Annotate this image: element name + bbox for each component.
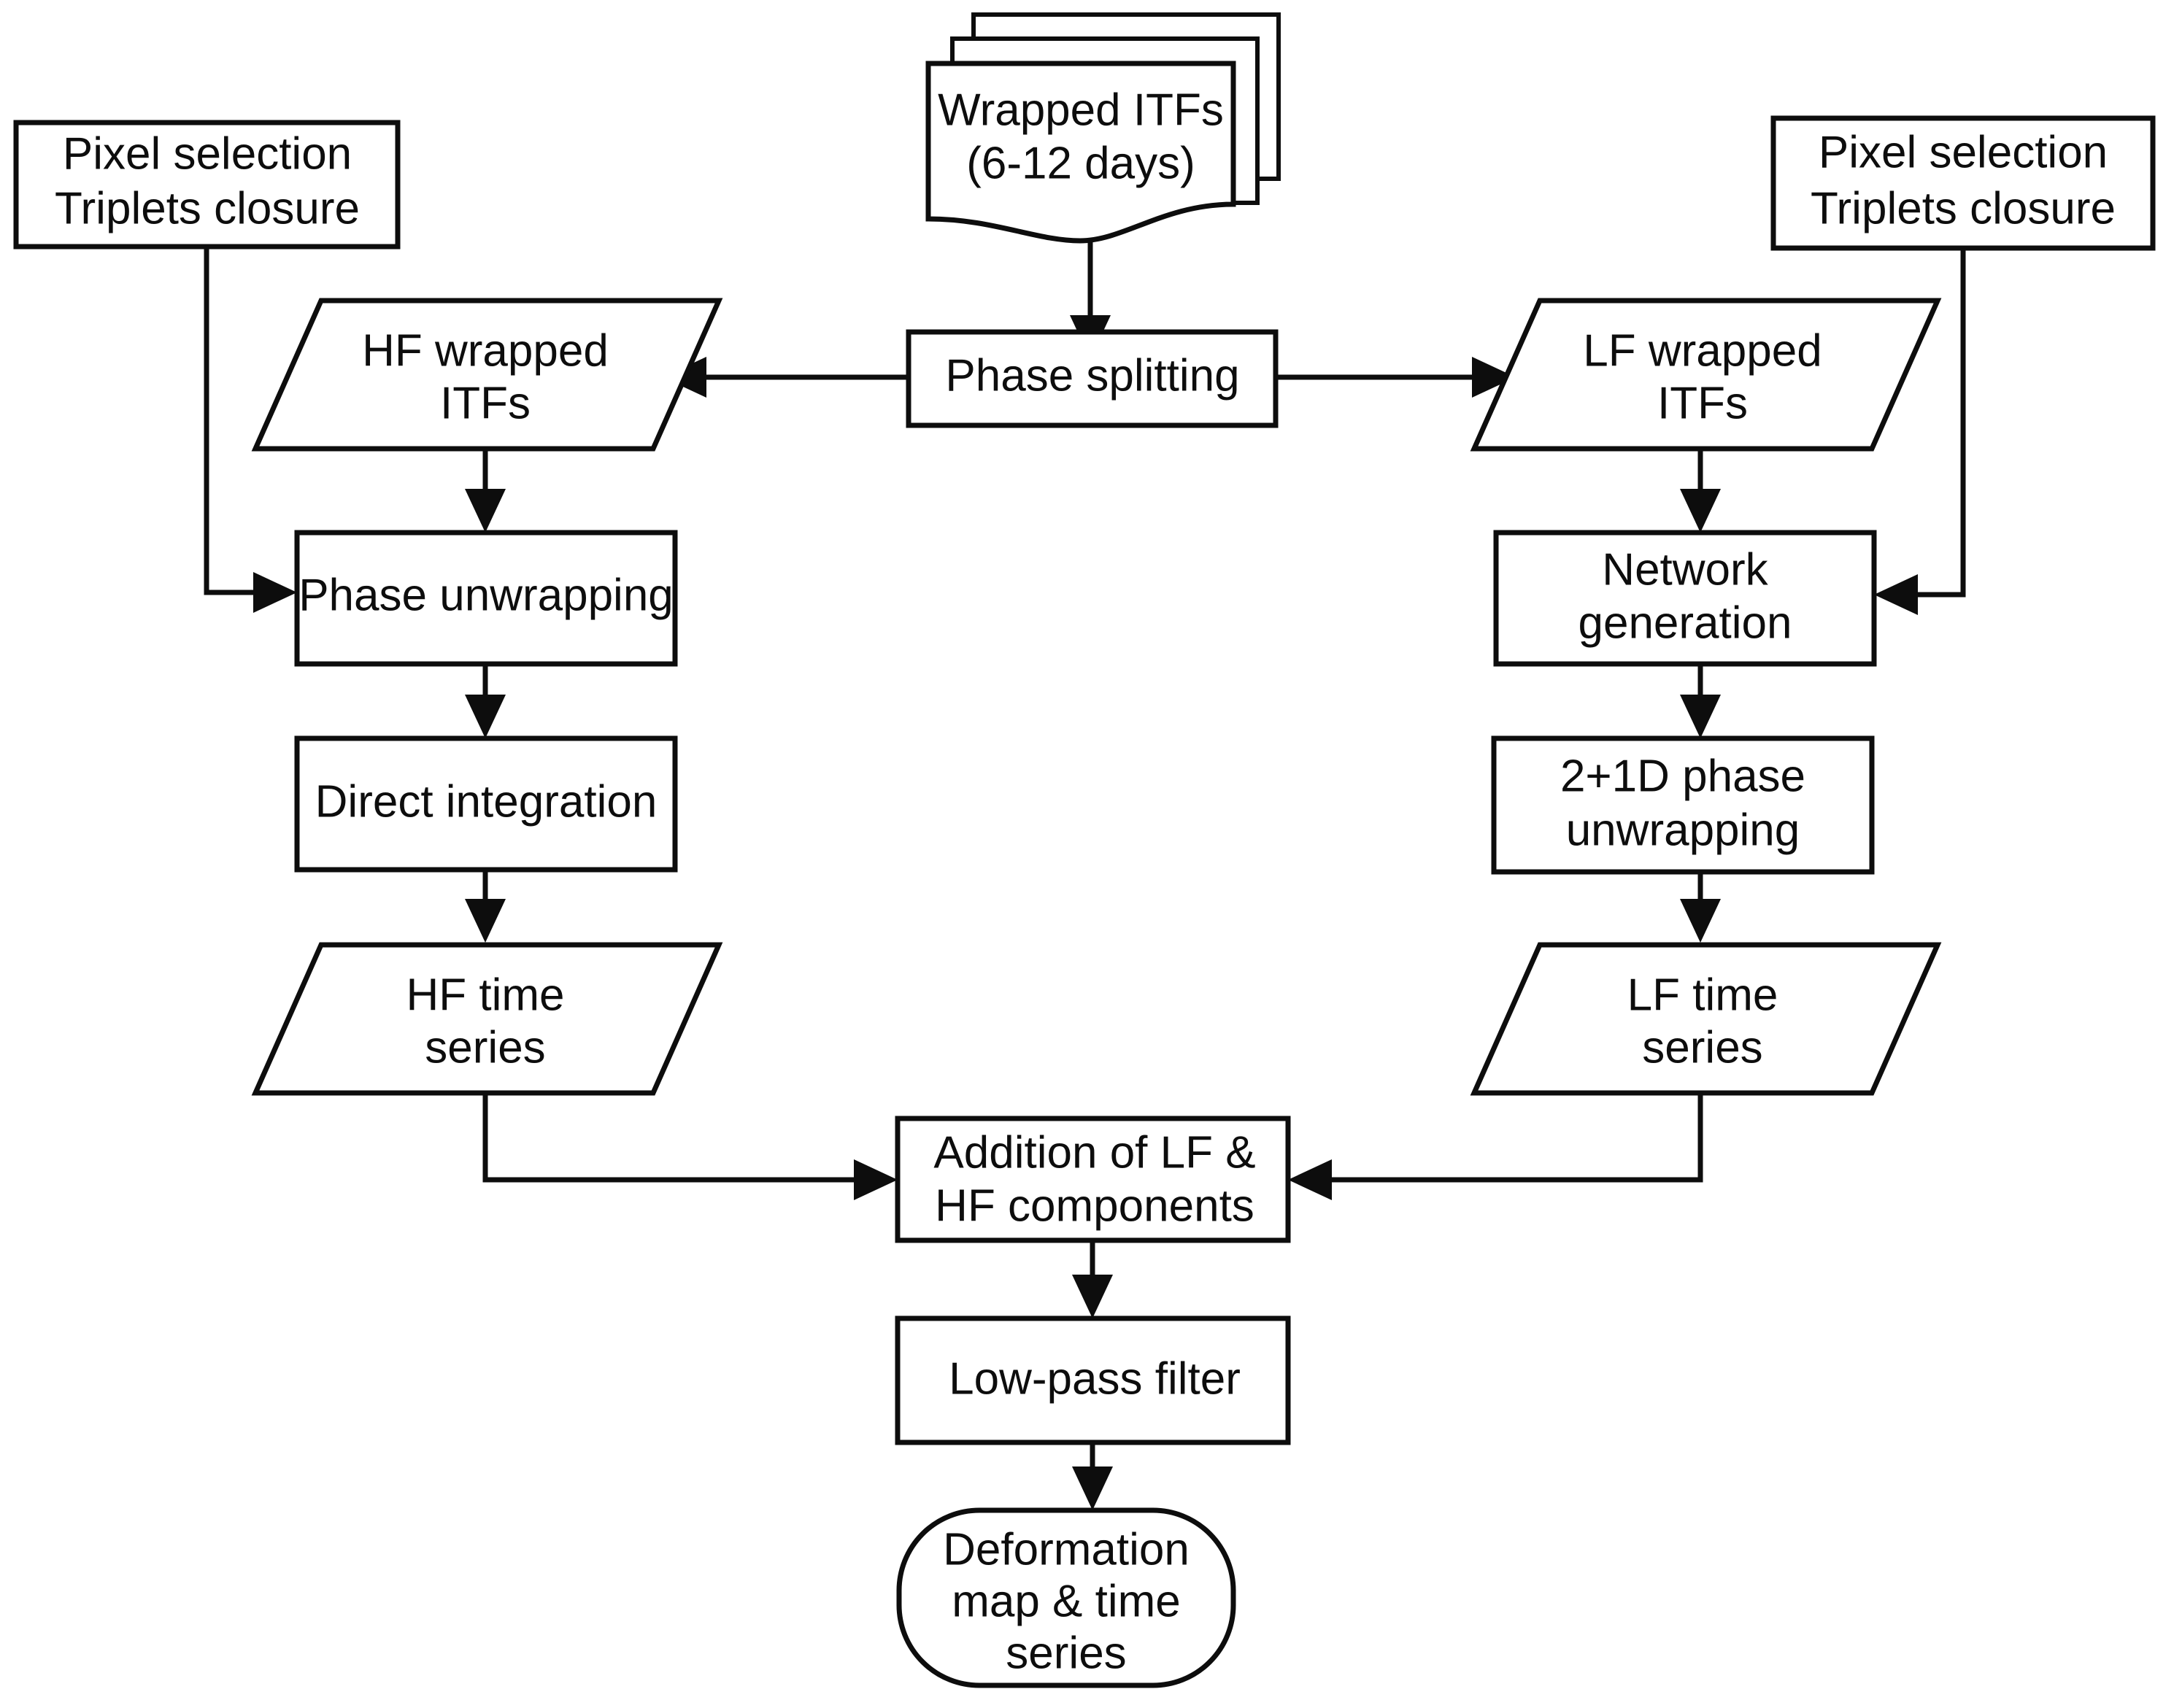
- direct-integration-box: [294, 735, 678, 873]
- edge-lf-wrapped-to-network-generation: [1680, 449, 1721, 533]
- node-wrapped-itfs[interactable]: Wrapped ITFs (6-12 days): [925, 12, 1281, 244]
- lf-wrapped-itfs-parallelogram: [1470, 298, 1942, 452]
- lf-wrapped-itfs-label-line1: LF wrapped: [1583, 325, 1822, 376]
- lf-time-series-parallelogram: [1470, 942, 1942, 1096]
- phase-unwrapping-2d1d-box: [1491, 735, 1875, 875]
- node-hf-time-series[interactable]: HF time series: [251, 942, 723, 1096]
- edge-addition-to-low-pass-filter: [1072, 1240, 1113, 1318]
- node-pixel-selection-left[interactable]: Pixel selection Triplets closure: [13, 120, 401, 250]
- addition-label-line2: HF components: [935, 1180, 1254, 1231]
- addition-label-line1: Addition of LF &: [933, 1127, 1255, 1178]
- hf-wrapped-itfs-label-line1: HF wrapped: [362, 325, 609, 376]
- edge-pixel-selection-right-to-network-generation: [1874, 248, 1966, 615]
- network-generation-label-line2: generation: [1578, 598, 1792, 648]
- node-phase-splitting[interactable]: Phase splitting: [906, 329, 1279, 428]
- low-pass-filter-box: [895, 1315, 1291, 1445]
- edge-pixel-selection-left-to-phase-unwrapping: [204, 247, 297, 613]
- network-generation-label-line1: Network: [1602, 544, 1768, 595]
- node-low-pass-filter[interactable]: Low-pass filter: [895, 1315, 1291, 1445]
- pixel-selection-left-box: [13, 120, 401, 250]
- node-pixel-selection-right[interactable]: Pixel selection Triplets closure: [1770, 115, 2156, 251]
- edge-phase-unwrapping-to-direct-integration: [465, 664, 506, 738]
- phase-unwrapping-label: Phase unwrapping: [298, 570, 674, 620]
- network-generation-box: [1493, 530, 1877, 667]
- lf-time-series-label-line1: LF time: [1627, 970, 1778, 1020]
- edge-low-pass-filter-to-deformation: [1072, 1442, 1113, 1510]
- wrapped-itfs-label-line1: Wrapped ITFs: [938, 85, 1224, 135]
- node-direct-integration[interactable]: Direct integration: [294, 735, 678, 873]
- pixel-selection-left-label-line1: Pixel selection: [63, 128, 352, 179]
- phase-unwrapping-2d1d-label-line2: unwrapping: [1566, 805, 1800, 855]
- edge-2d1d-to-lf-time-series: [1680, 872, 1721, 943]
- deformation-rounded-box: [896, 1507, 1236, 1688]
- pixel-selection-right-label-line2: Triplets closure: [1811, 183, 2116, 233]
- lf-time-series-label-line2: series: [1642, 1022, 1762, 1073]
- low-pass-filter-label: Low-pass filter: [949, 1353, 1241, 1404]
- phase-splitting-box: [906, 329, 1279, 428]
- pixel-selection-right-box: [1770, 115, 2156, 251]
- node-phase-unwrapping[interactable]: Phase unwrapping: [294, 530, 678, 667]
- edge-direct-integration-to-hf-time-series: [465, 870, 506, 943]
- edge-hf-time-series-to-addition: [482, 1093, 898, 1200]
- pixel-selection-right-label-line1: Pixel selection: [1819, 127, 2108, 177]
- direct-integration-label: Direct integration: [315, 776, 658, 827]
- deformation-label-line3: series: [1006, 1628, 1126, 1678]
- phase-unwrapping-2d1d-label-line1: 2+1D phase: [1560, 751, 1805, 801]
- hf-wrapped-itfs-parallelogram: [251, 298, 723, 452]
- edge-network-generation-to-2d1d: [1680, 664, 1721, 738]
- hf-time-series-label-line2: series: [425, 1022, 545, 1073]
- wrapped-itfs-label-line2: (6-12 days): [966, 138, 1195, 188]
- pixel-selection-left-label-line2: Triplets closure: [55, 183, 360, 233]
- lf-wrapped-itfs-label-line2: ITFs: [1657, 378, 1748, 428]
- addition-box: [895, 1116, 1291, 1243]
- wrapped-itfs-document: [925, 61, 1236, 244]
- node-phase-unwrapping-2d1d[interactable]: 2+1D phase unwrapping: [1491, 735, 1875, 875]
- hf-time-series-label-line1: HF time: [406, 970, 565, 1020]
- hf-time-series-parallelogram: [251, 942, 723, 1096]
- node-lf-time-series[interactable]: LF time series: [1470, 942, 1942, 1096]
- hf-wrapped-itfs-label-line2: ITFs: [440, 378, 531, 428]
- node-lf-wrapped-itfs[interactable]: LF wrapped ITFs: [1470, 298, 1942, 452]
- phase-unwrapping-box: [294, 530, 678, 667]
- node-deformation[interactable]: Deformation map & time series: [896, 1507, 1236, 1688]
- edge-phase-splitting-to-hf-wrapped: [663, 357, 909, 398]
- node-hf-wrapped-itfs[interactable]: HF wrapped ITFs: [251, 298, 723, 452]
- edge-lf-time-series-to-addition: [1288, 1093, 1703, 1200]
- phase-splitting-label: Phase splitting: [945, 350, 1239, 401]
- deformation-label-line2: map & time: [952, 1576, 1181, 1626]
- deformation-label-line1: Deformation: [943, 1524, 1190, 1574]
- edge-hf-wrapped-to-phase-unwrapping: [465, 449, 506, 533]
- node-network-generation[interactable]: Network generation: [1493, 530, 1877, 667]
- node-addition[interactable]: Addition of LF & HF components: [895, 1116, 1291, 1243]
- edge-phase-splitting-to-lf-wrapped: [1276, 357, 1516, 398]
